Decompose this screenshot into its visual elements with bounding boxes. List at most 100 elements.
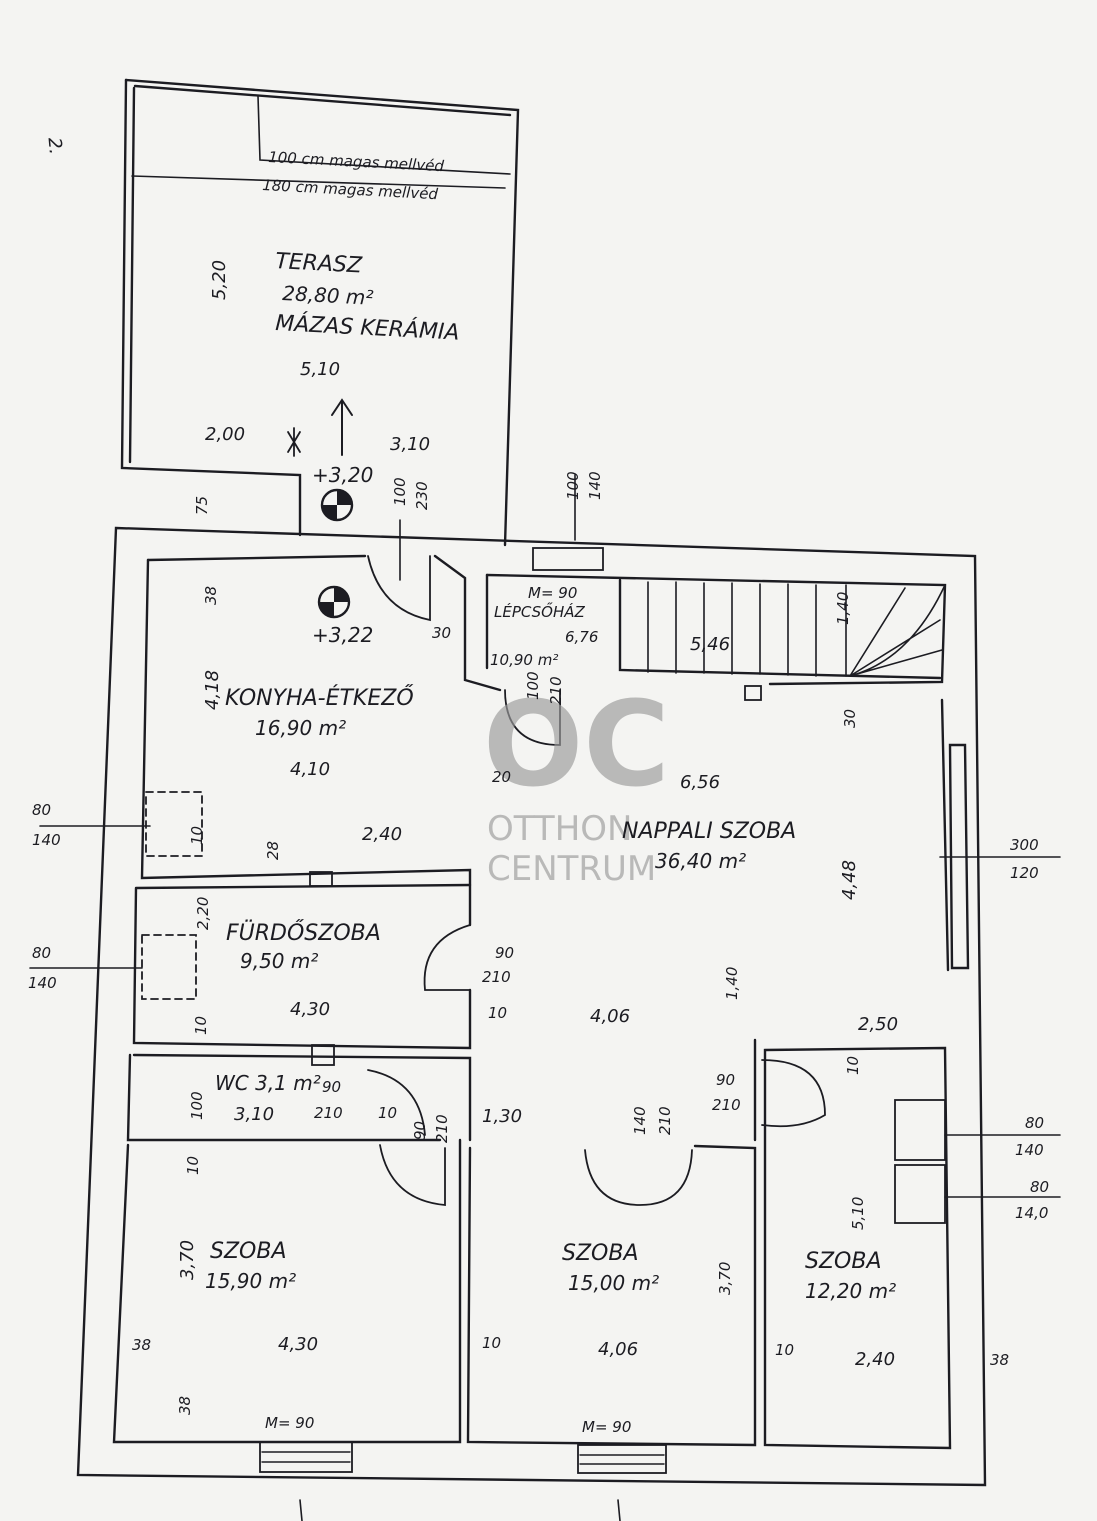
labels: 2. 100 cm magas mellvéd 180 cm magas mel…	[28, 137, 1049, 1436]
kitchen-dim-10: 10	[188, 826, 206, 845]
window-living-top: 300	[1010, 836, 1039, 854]
bath-dim-220: 2,20	[194, 897, 212, 930]
bath-dim-10b: 10	[488, 1004, 507, 1022]
kitchen-dim-20: 20	[492, 768, 511, 786]
living-dim-250: 2,50	[858, 1014, 898, 1035]
living-dim-130: 1,30	[482, 1106, 522, 1127]
kitchen-level: +3,22	[312, 623, 373, 647]
terrace-door-dim-bottom: 230	[413, 481, 431, 510]
window-room3a-top: 80	[1025, 1114, 1044, 1132]
window-kitchen-top: 80	[32, 801, 51, 819]
living-dim-10: 10	[844, 1056, 862, 1075]
room1-dim-370: 3,70	[177, 1240, 198, 1280]
bathroom-door-swing	[423, 924, 471, 991]
outer-wall	[76, 526, 987, 1487]
room3-door-bottom: 210	[712, 1096, 741, 1114]
room2-door-bottom: 210	[656, 1106, 674, 1135]
stairwell-m-label: M= 90	[528, 584, 577, 602]
wc-walls	[126, 1053, 472, 1142]
stairwell-door-bottom: 210	[547, 676, 565, 705]
terrace-door-swing	[367, 555, 431, 622]
terrace-dim-310: 3,10	[390, 434, 430, 455]
stair-window-top: 100	[564, 471, 582, 500]
living-label: NAPPALI SZOBA	[622, 819, 796, 844]
room3-walls	[763, 1046, 952, 1450]
wc-door-top: 90	[322, 1078, 341, 1096]
wc-dim-100: 100	[188, 1091, 206, 1120]
room3-door-swing	[761, 1059, 826, 1128]
stairwell-dim-30a: 30	[432, 624, 451, 642]
terrace-level: +3,20	[312, 463, 373, 487]
wc-label: WC 3,1 m²	[215, 1071, 321, 1095]
room3-area: 12,20 m²	[805, 1279, 896, 1303]
watermark-line1: OTTHON	[487, 809, 632, 849]
living-dim-656: 6,56	[680, 772, 720, 793]
bath-label: FÜRDŐSZOBA	[226, 920, 381, 946]
bath-dim-10a: 10	[192, 1016, 210, 1035]
room3-dim-38: 38	[990, 1351, 1009, 1369]
kitchen-dim-240: 2,40	[362, 824, 402, 845]
stairwell-dim-140: 1,40	[834, 592, 852, 625]
window-room3b-top: 80	[1030, 1178, 1049, 1196]
room1-door-swing	[379, 1144, 446, 1206]
watermark-line2: CENTRUM	[487, 849, 656, 889]
terrace-label: TERASZ	[275, 249, 364, 279]
wc-door2-top: 90	[411, 1121, 429, 1140]
room3-door-top: 90	[716, 1071, 735, 1089]
level-marker-terrace	[320, 488, 354, 522]
corner-mark: 2.	[43, 137, 65, 156]
room3-dim-10: 10	[775, 1341, 794, 1359]
watermark-logo: OC	[483, 675, 670, 813]
room3-dim-510: 5,10	[849, 1197, 867, 1230]
room1-dim-38a: 38	[132, 1336, 151, 1354]
walls	[29, 78, 1061, 1521]
wc-door-bottom: 210	[314, 1104, 343, 1122]
bath-dim-430: 4,30	[290, 999, 330, 1020]
room1-label: SZOBA	[210, 1239, 287, 1264]
room2-m-label: M= 90	[582, 1418, 631, 1436]
bath-door-top: 90	[495, 944, 514, 962]
room1-dim-38b: 38	[176, 1396, 194, 1415]
terrace-door-dim-top: 100	[391, 477, 409, 506]
window-kitchen-bottom: 140	[32, 831, 61, 849]
stairwell-label: LÉPCSŐHÁZ	[494, 601, 586, 621]
room2-area: 15,00 m²	[568, 1271, 659, 1295]
bath-door-bottom: 210	[482, 968, 511, 986]
living-dim-140: 1,40	[723, 967, 741, 1000]
level-marker-kitchen	[317, 585, 351, 619]
living-dim-406: 4,06	[590, 1006, 630, 1027]
room3-label: SZOBA	[805, 1249, 882, 1274]
bathroom-walls	[132, 883, 472, 1050]
wc-door2-bottom: 210	[433, 1114, 451, 1143]
living-area: 36,40 m²	[655, 849, 746, 873]
stairwell-dim-546: 5,46	[690, 634, 730, 655]
room1-dim-10: 10	[184, 1156, 202, 1175]
stairwell-walls	[485, 573, 947, 686]
stairwell-door-top: 100	[524, 671, 542, 700]
kitchen-area: 16,90 m²	[255, 716, 346, 740]
room2-label: SZOBA	[562, 1241, 639, 1266]
room2-door-top: 140	[631, 1106, 649, 1135]
watermark: OC OTTHON CENTRUM	[483, 675, 670, 889]
room2-dim-10: 10	[482, 1334, 501, 1352]
window-bath-bottom: 140	[28, 974, 57, 992]
room2-door-swing	[584, 1149, 693, 1206]
stair-window-bottom: 140	[586, 471, 604, 500]
stairwell-dim-676: 6,76	[565, 628, 598, 646]
room3-dim-240: 2,40	[855, 1349, 895, 1370]
terrace-parapet	[124, 78, 520, 547]
kitchen-dim-418: 4,18	[202, 670, 223, 710]
terrace-dim-520: 5,20	[209, 260, 230, 300]
window-bath-top: 80	[32, 944, 51, 962]
window-living-bottom: 120	[1010, 864, 1039, 882]
window-room3b-bottom: 14,0	[1015, 1204, 1048, 1222]
room1-area: 15,90 m²	[205, 1269, 296, 1293]
kitchen-dim-28: 28	[264, 841, 282, 860]
room1-m-label: M= 90	[265, 1414, 314, 1432]
window-room3a-bottom: 140	[1015, 1141, 1044, 1159]
stairwell-dim-30b: 30	[841, 709, 859, 728]
terrace-dim-200: 2,00	[205, 424, 245, 445]
room2-dim-370: 3,70	[716, 1262, 734, 1295]
